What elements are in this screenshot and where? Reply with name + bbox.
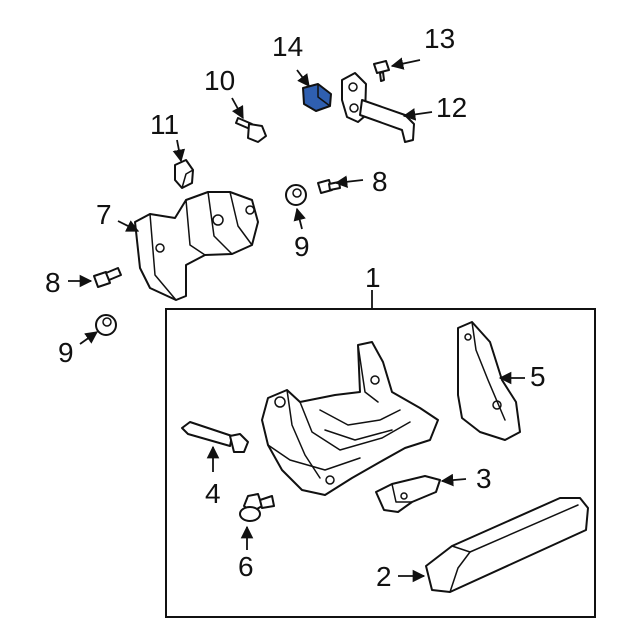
callout-8-lower: 8 (45, 267, 61, 298)
callout-7: 7 (96, 199, 112, 230)
part-5-panel (457, 321, 521, 441)
callout-13: 13 (424, 23, 455, 54)
leader-13 (390, 57, 421, 70)
part-1-frame (261, 341, 439, 496)
assembly-1-frame (165, 308, 596, 618)
part-14-clip (302, 83, 332, 112)
part-4-pin (181, 421, 249, 453)
callout-6: 6 (238, 551, 254, 582)
part-9-nut-lower (95, 314, 117, 336)
callout-2: 2 (376, 561, 392, 592)
callout-8-upper: 8 (372, 166, 388, 197)
part-10-bolt (235, 117, 267, 143)
leader-10 (231, 97, 244, 120)
leader-9-lower (79, 331, 99, 345)
part-2-step (425, 497, 589, 593)
part-9-nut-upper (285, 184, 307, 206)
callout-4: 4 (205, 478, 221, 509)
leader-7 (117, 220, 140, 232)
part-3-latch (375, 475, 441, 513)
callout-1: 1 (365, 262, 381, 293)
part-8-bolt-upper (317, 179, 341, 194)
callout-9-upper: 9 (294, 231, 310, 262)
callout-12: 12 (436, 92, 467, 123)
part-13-screw (373, 60, 390, 82)
callout-9-lower: 9 (58, 337, 74, 368)
part-7-bracket (134, 191, 259, 301)
callout-5: 5 (530, 361, 546, 392)
leader-11 (172, 139, 186, 163)
callout-14: 14 (272, 31, 303, 62)
leader-9-upper (293, 207, 306, 230)
leader-3 (440, 473, 467, 487)
callout-10: 10 (204, 65, 235, 96)
part-11-nut (174, 159, 194, 189)
leader-12 (402, 108, 433, 121)
callout-3: 3 (476, 463, 492, 494)
leader-8-upper (334, 175, 364, 189)
part-6-clip (239, 493, 275, 522)
callout-11: 11 (150, 109, 179, 140)
part-12-brace (341, 72, 415, 143)
leader-14 (296, 69, 310, 88)
part-8-bolt-lower (93, 267, 122, 288)
